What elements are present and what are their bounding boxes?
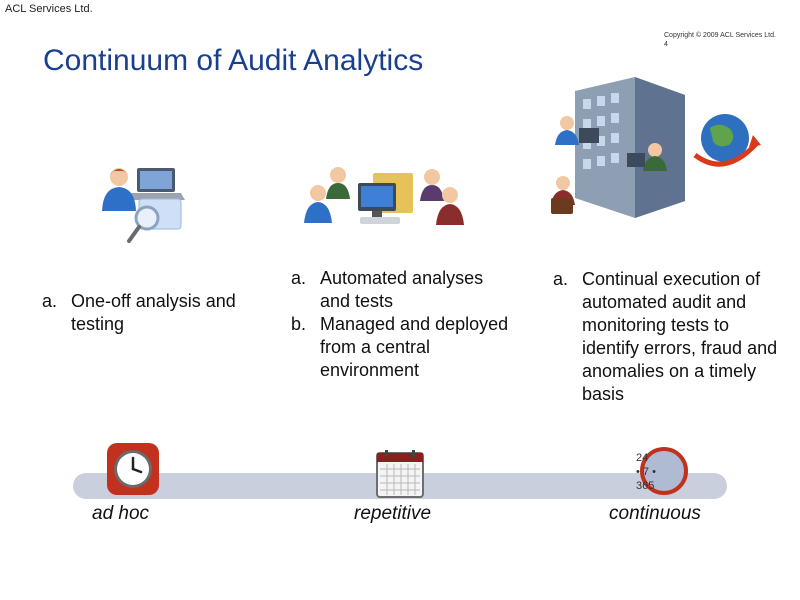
timeline-label-continuous: continuous	[609, 503, 701, 524]
person-head	[330, 167, 346, 183]
timeline-label-adhoc: ad hoc	[92, 503, 150, 524]
monitor	[579, 128, 599, 143]
team-computer-illustration	[304, 167, 464, 225]
person-head	[556, 176, 570, 190]
slide-number: 4	[664, 41, 668, 48]
magnifier-lens	[134, 205, 160, 231]
person-head	[442, 187, 458, 203]
person-body	[102, 187, 136, 211]
list-item: b. Managed and deployed from a central e…	[291, 313, 516, 382]
person-hair	[110, 169, 128, 175]
person-head	[560, 116, 574, 130]
keyboard	[360, 217, 400, 224]
person-head	[648, 143, 662, 157]
list-item: a. Continual execution of automated audi…	[553, 268, 778, 406]
timeline-label-repetitive: repetitive	[354, 503, 432, 524]
page-title: Continuum of Audit Analytics	[43, 44, 424, 77]
person-body	[326, 183, 350, 199]
laptop-display	[140, 171, 172, 189]
list-item-text: Continual execution of automated audit a…	[582, 269, 778, 404]
person-body	[555, 130, 579, 145]
clock-icon	[107, 443, 159, 495]
list-item-text: One-off analysis and testing	[71, 291, 236, 334]
analyst-laptop-illustration	[102, 168, 185, 243]
column-repetitive-list: a. Automated analyses and tests b. Manag…	[291, 267, 516, 382]
person-body	[304, 202, 332, 223]
list-item-text: Managed and deployed from a central envi…	[320, 314, 509, 380]
list-marker: a.	[42, 291, 58, 311]
person-body	[420, 185, 444, 201]
list-marker: a.	[291, 268, 307, 288]
person-head	[310, 185, 326, 201]
laptop-base	[127, 193, 185, 200]
monitor-stand	[372, 211, 382, 217]
list-marker: b.	[291, 314, 307, 334]
person-body	[643, 156, 667, 171]
company-name: ACL Services Ltd.	[5, 3, 93, 15]
list-item: a. One-off analysis and testing	[42, 290, 272, 336]
briefcase	[551, 198, 573, 214]
column-adhoc-list: a. One-off analysis and testing	[42, 290, 272, 336]
monitor-screen	[361, 186, 393, 207]
enterprise-building-illustration	[551, 77, 761, 218]
calendar-icon	[376, 450, 424, 498]
hours-text: 24	[636, 452, 649, 464]
copyright-text: Copyright © 2009 ACL Services Ltd.	[664, 32, 776, 39]
continuous-cycle-text: 24 • 7 • 365	[636, 451, 676, 493]
list-item-text: Automated analyses and tests	[320, 268, 484, 311]
globe-land	[710, 124, 734, 147]
globe-arrowhead	[749, 135, 761, 147]
continuous-cycle-icon	[640, 447, 688, 495]
list-marker: a.	[553, 269, 569, 289]
person-head	[424, 169, 440, 185]
copyright-note: Copyright © 2009 ACL Services Ltd. 4	[664, 31, 799, 49]
list-item: a. Automated analyses and tests	[291, 267, 516, 313]
building-windows	[583, 93, 619, 169]
globe-arrow	[693, 141, 759, 167]
year-days-text: 365	[636, 480, 655, 492]
days-text: • 7 •	[636, 466, 656, 478]
person-body	[436, 204, 464, 225]
column-continuous-list: a. Continual execution of automated audi…	[553, 268, 778, 406]
person-head	[110, 168, 128, 186]
magnifier-handle	[127, 225, 141, 243]
monitor	[627, 153, 645, 167]
